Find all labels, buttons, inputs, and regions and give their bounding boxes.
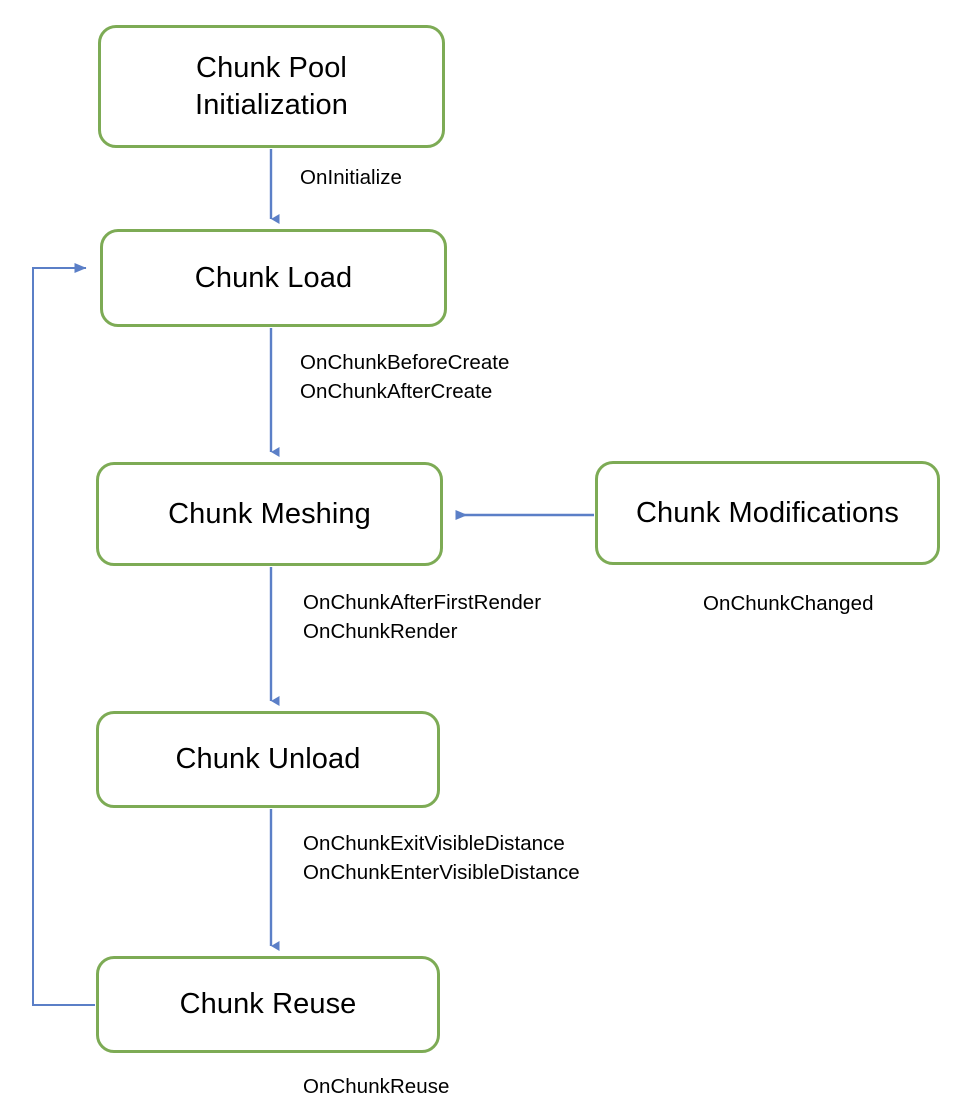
edge-label-on-chunk-reuse: OnChunkReuse <box>303 1075 450 1098</box>
node-label-chunk-reuse: Chunk Reuse <box>179 988 357 1021</box>
edge-reuse-to-load <box>32 263 95 1006</box>
edge-label-on-chunk-visible-distance: OnChunkExitVisibleDistance OnChunkEnterV… <box>303 832 580 885</box>
edge-label-on-chunk-render: OnChunkAfterFirstRender OnChunkRender <box>303 591 542 644</box>
edge-label-on-chunk-changed: OnChunkChanged <box>703 592 874 615</box>
node-label-chunk-meshing: Chunk Meshing <box>168 497 371 530</box>
node-chunk-meshing[interactable]: Chunk Meshing <box>96 462 443 566</box>
node-chunk-reuse[interactable]: Chunk Reuse <box>96 956 440 1053</box>
node-label-chunk-unload: Chunk Unload <box>175 743 361 776</box>
edge-label-on-chunk-create: OnChunkBeforeCreate OnChunkAfterCreate <box>300 351 510 404</box>
node-chunk-pool-initialization[interactable]: Chunk Pool Initialization <box>98 25 445 148</box>
node-chunk-load[interactable]: Chunk Load <box>100 229 447 327</box>
node-label-chunk-pool-initialization: Chunk Pool Initialization <box>195 51 348 121</box>
node-chunk-unload[interactable]: Chunk Unload <box>96 711 440 808</box>
node-label-chunk-modifications: Chunk Modifications <box>635 496 900 529</box>
node-chunk-modifications[interactable]: Chunk Modifications <box>595 461 940 565</box>
edge-label-on-initialize: OnInitialize <box>300 166 403 189</box>
node-label-chunk-load: Chunk Load <box>194 261 353 294</box>
